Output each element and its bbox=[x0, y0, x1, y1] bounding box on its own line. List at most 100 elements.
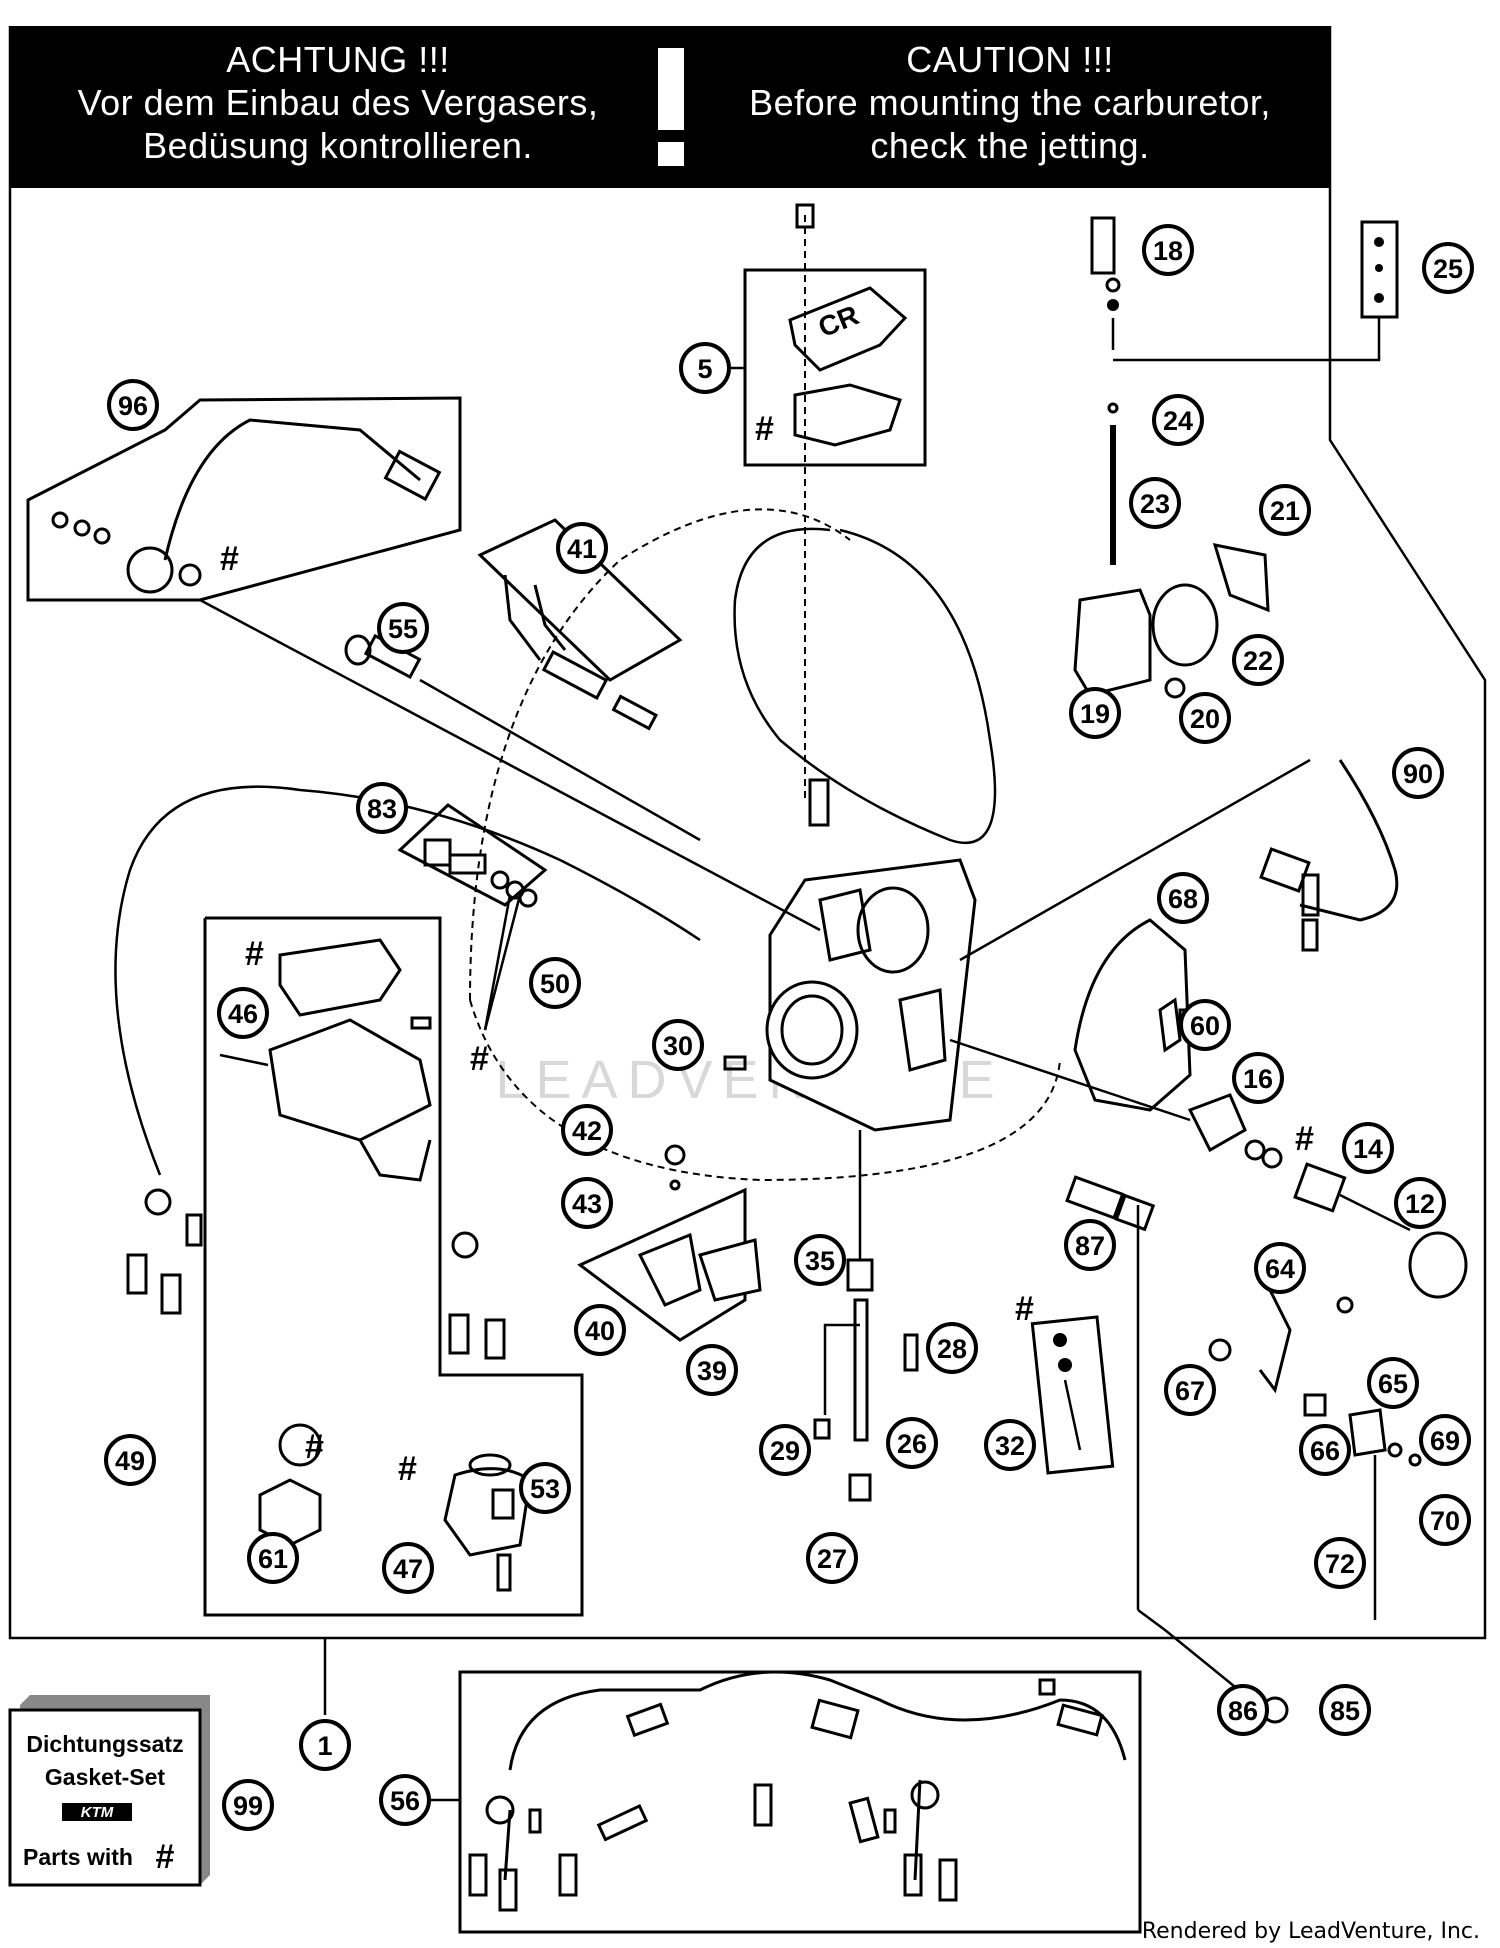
callout-14-circle bbox=[1342, 1122, 1394, 1174]
hash-5: # bbox=[755, 410, 774, 448]
callout-41-circle bbox=[556, 522, 608, 574]
callout-69-label: 69 bbox=[1430, 1426, 1460, 1456]
banner-german-line2: Bedüsung kontrollieren. bbox=[143, 125, 533, 166]
hash-14: # bbox=[1295, 1120, 1314, 1158]
callout-90: 90 bbox=[1392, 747, 1444, 799]
callout-22-circle bbox=[1232, 634, 1284, 686]
callout-86-circle bbox=[1217, 1684, 1269, 1736]
callout-60-label: 60 bbox=[1190, 1011, 1220, 1041]
callout-47-label: 47 bbox=[393, 1554, 423, 1584]
callout-32: 32 bbox=[984, 1419, 1036, 1471]
callout-65-circle bbox=[1367, 1357, 1419, 1409]
hash-gasket-bowl: # bbox=[245, 935, 264, 973]
hash-32: # bbox=[1015, 1290, 1034, 1328]
callout-35-circle bbox=[794, 1234, 846, 1286]
callout-40-circle bbox=[574, 1304, 626, 1356]
callout-42: 42 bbox=[561, 1104, 613, 1156]
callout-39-circle bbox=[686, 1344, 738, 1396]
callout-53-label: 53 bbox=[530, 1474, 560, 1504]
ktm-logo bbox=[62, 1803, 132, 1821]
callout-39-label: 39 bbox=[697, 1356, 727, 1386]
kit-hash: # bbox=[156, 1838, 175, 1876]
callout-87-label: 87 bbox=[1075, 1231, 1105, 1261]
callout-53-circle bbox=[519, 1462, 571, 1514]
callout-35: 35 bbox=[794, 1234, 846, 1286]
callout-5-label: 5 bbox=[697, 354, 712, 384]
callout-23: 23 bbox=[1129, 477, 1181, 529]
callout-90-label: 90 bbox=[1403, 759, 1433, 789]
callout-18-circle bbox=[1142, 224, 1194, 276]
banner-english-line2: check the jetting. bbox=[870, 125, 1149, 166]
callout-87: 87 bbox=[1064, 1219, 1116, 1271]
callout-65: 65 bbox=[1367, 1357, 1419, 1409]
leader-90 bbox=[959, 758, 1311, 962]
callout-21: 21 bbox=[1259, 484, 1311, 536]
callout-69-circle bbox=[1419, 1414, 1471, 1466]
callout-32-circle bbox=[984, 1419, 1036, 1471]
callout-49-circle bbox=[104, 1434, 156, 1486]
callout-61-label: 61 bbox=[258, 1544, 288, 1574]
callout-26: 26 bbox=[886, 1417, 938, 1469]
cable-96-group: # bbox=[26, 396, 462, 602]
callout-85-label: 85 bbox=[1330, 1696, 1360, 1726]
callout-55: 55 bbox=[377, 602, 429, 654]
callout-35-label: 35 bbox=[805, 1246, 835, 1276]
banner-english-line1: Before mounting the carburetor, bbox=[749, 82, 1271, 123]
callout-67: 67 bbox=[1164, 1364, 1216, 1416]
float-bowl-group: # # # bbox=[203, 916, 584, 1617]
callout-43-label: 43 bbox=[572, 1189, 602, 1219]
callout-69: 69 bbox=[1419, 1414, 1471, 1466]
callout-29-label: 29 bbox=[770, 1436, 800, 1466]
hash-53: # bbox=[398, 1450, 417, 1488]
callout-16-circle bbox=[1232, 1052, 1284, 1104]
callout-41-label: 41 bbox=[567, 534, 597, 564]
callout-87-circle bbox=[1064, 1219, 1116, 1271]
throttle-drum-group bbox=[1208, 1289, 1422, 1620]
callout-27: 27 bbox=[806, 1532, 858, 1584]
callout-56-circle bbox=[379, 1774, 431, 1826]
callout-29: 29 bbox=[759, 1424, 811, 1476]
callout-1-label: 1 bbox=[317, 1731, 332, 1761]
callout-25-label: 25 bbox=[1433, 254, 1463, 284]
callout-19-circle bbox=[1069, 687, 1121, 739]
fitting-83-group: # bbox=[397, 803, 548, 1078]
callout-24-label: 24 bbox=[1163, 406, 1193, 436]
callout-90-circle bbox=[1392, 747, 1444, 799]
callout-12-circle bbox=[1394, 1177, 1446, 1229]
callout-5: 5 bbox=[679, 342, 731, 394]
callout-96-circle bbox=[107, 379, 159, 431]
callout-49-label: 49 bbox=[115, 1446, 145, 1476]
callout-25: 25 bbox=[1422, 242, 1474, 294]
callout-40-label: 40 bbox=[585, 1316, 615, 1346]
callout-72-circle bbox=[1314, 1537, 1366, 1589]
callout-28: 28 bbox=[926, 1322, 978, 1374]
callout-96-label: 96 bbox=[118, 391, 148, 421]
callout-16-label: 16 bbox=[1243, 1064, 1273, 1094]
callout-39: 39 bbox=[686, 1344, 738, 1396]
callout-42-circle bbox=[561, 1104, 613, 1156]
hose-set-56 bbox=[458, 1670, 1142, 1934]
callout-67-circle bbox=[1164, 1364, 1216, 1416]
kit-line1: Dichtungssatz bbox=[26, 1731, 183, 1757]
callout-27-label: 27 bbox=[817, 1544, 847, 1574]
callout-14-label: 14 bbox=[1353, 1134, 1383, 1164]
callout-24-circle bbox=[1152, 394, 1204, 446]
callout-85: 85 bbox=[1319, 1684, 1371, 1736]
callout-86-label: 86 bbox=[1228, 1696, 1258, 1726]
callout-18-label: 18 bbox=[1153, 236, 1183, 266]
callout-26-label: 26 bbox=[897, 1429, 927, 1459]
callout-20-circle bbox=[1179, 692, 1231, 744]
exclamation-icon bbox=[658, 48, 684, 166]
callout-1-circle bbox=[299, 1719, 351, 1771]
callout-83-label: 83 bbox=[367, 794, 397, 824]
jets-group: # bbox=[813, 1130, 1115, 1502]
callout-20: 20 bbox=[1179, 692, 1231, 744]
callout-64-circle bbox=[1254, 1242, 1306, 1294]
callout-49: 49 bbox=[104, 1434, 156, 1486]
callout-68-label: 68 bbox=[1168, 884, 1198, 914]
footer-credit: Rendered by LeadVenture, Inc. bbox=[1141, 1919, 1480, 1944]
throttle-cable-loop bbox=[733, 527, 997, 845]
callout-64-label: 64 bbox=[1265, 1254, 1295, 1284]
callout-43-circle bbox=[561, 1177, 613, 1229]
callout-27-circle bbox=[806, 1532, 858, 1584]
